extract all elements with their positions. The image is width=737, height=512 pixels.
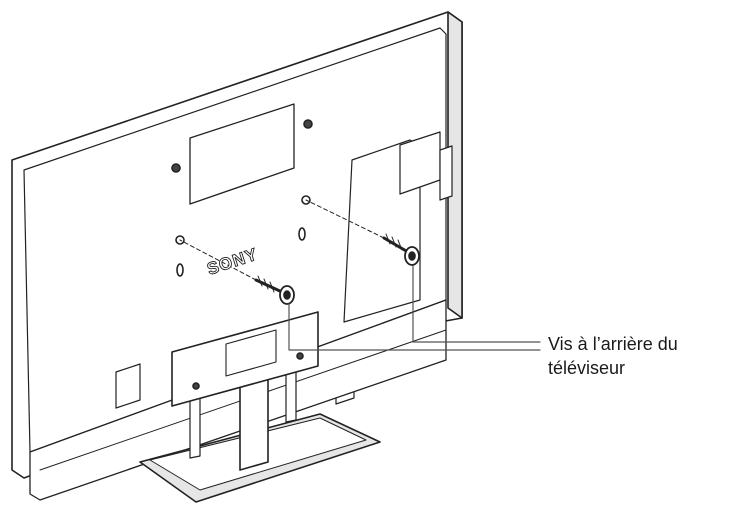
pointer-line-left — [288, 303, 541, 351]
mount-slot-left — [176, 263, 184, 277]
callout-line-2: téléviseur — [548, 358, 626, 378]
screw-right — [382, 233, 420, 266]
alignment-line-right — [305, 199, 385, 239]
bracket-hole-left — [192, 382, 200, 390]
callout-line-1: Vis à l’arrière du — [548, 334, 678, 354]
connector-slot-right — [439, 145, 453, 201]
stand-bracket-inner — [225, 329, 277, 377]
stand-leg-right — [285, 369, 297, 423]
tv-side-edge — [447, 11, 463, 319]
screw-left — [254, 275, 295, 305]
vent — [115, 363, 141, 409]
alignment-line-left — [179, 239, 257, 281]
stand-leg-left — [189, 397, 201, 459]
mount-hole-top-left — [171, 163, 181, 173]
callout-label: Vis à l’arrière du téléviseur — [548, 332, 733, 380]
pointer-line-right — [412, 265, 541, 343]
mount-slot-right — [298, 227, 306, 241]
label-plate — [189, 103, 295, 205]
bracket-hole-right — [296, 352, 304, 360]
mount-hole-top-right — [303, 119, 313, 129]
